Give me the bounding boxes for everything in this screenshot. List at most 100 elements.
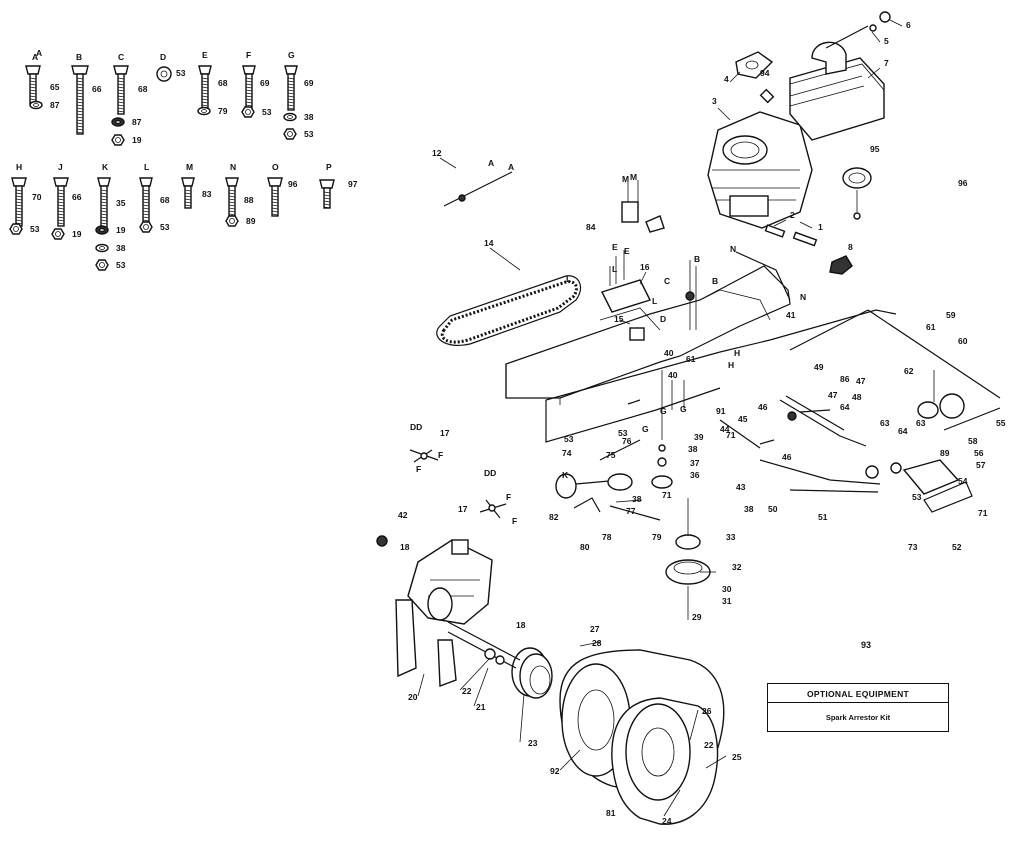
- callout-number: 52: [952, 542, 962, 552]
- callout-number: 71: [662, 490, 672, 500]
- callout-number: 62: [904, 366, 914, 376]
- hardware-part-number: 53: [116, 260, 126, 270]
- callout-leader: [417, 673, 425, 697]
- bolt-head: [11, 177, 27, 187]
- small-plate: [759, 88, 775, 104]
- callout-number: 12: [432, 148, 442, 158]
- callout-number: 36: [690, 470, 700, 480]
- hardware-part-number: 87: [132, 117, 142, 127]
- callout-number: 20: [408, 692, 418, 702]
- hardware-part-number: 88: [244, 195, 254, 205]
- callout-number: 14: [484, 238, 494, 248]
- callout-number: 78: [602, 532, 612, 542]
- bolt-head: [97, 177, 111, 187]
- optional-equipment-number: 93: [861, 640, 872, 650]
- wing-nut: [829, 255, 853, 275]
- hardware-letter: L: [144, 162, 149, 172]
- callout-leader: [489, 247, 521, 271]
- callout-number: 94: [760, 68, 770, 78]
- hardware-letter: G: [288, 50, 295, 60]
- callout-number: 76: [622, 436, 632, 446]
- callout-letter: K: [562, 470, 569, 480]
- hardware-letter: K: [102, 162, 109, 172]
- hardware-part-number: 69: [304, 78, 314, 88]
- wheel-assembly: [447, 621, 725, 825]
- callout-leader: [559, 749, 581, 771]
- hardware-item-m: M 83: [181, 162, 212, 209]
- callout-leader: [689, 709, 699, 741]
- callout-number: 42: [398, 510, 408, 520]
- callout-leader: [439, 157, 457, 169]
- hardware-part-number: 79: [218, 106, 228, 116]
- callout-number: 43: [736, 482, 746, 492]
- callout-leader: [459, 657, 491, 691]
- washer: [29, 100, 43, 110]
- hardware-letter: C: [118, 52, 124, 62]
- hardware-letter: N: [230, 162, 236, 172]
- callout-leader: [619, 319, 631, 325]
- callout-number: 55: [996, 418, 1006, 428]
- gasket: [735, 51, 774, 79]
- callout-leader: [579, 641, 601, 647]
- callout-number: 64: [898, 426, 908, 436]
- hex-nut: [139, 221, 153, 233]
- callout-letter: A: [508, 162, 514, 172]
- exploded-assembly: [376, 11, 1001, 825]
- callout-leader: [639, 271, 647, 285]
- callout-letter: G: [680, 404, 687, 414]
- callout-number: 63: [916, 418, 926, 428]
- callout-number: 24: [662, 816, 672, 826]
- callout-number: 27: [590, 624, 600, 634]
- callout-number: 25: [732, 752, 742, 762]
- callout-number: 23: [528, 738, 538, 748]
- callout-number: 17: [458, 504, 468, 514]
- callout-number: 21: [476, 702, 486, 712]
- bolt-head: [284, 65, 298, 75]
- callout-number: 56: [974, 448, 984, 458]
- hardware-part-number: 65: [50, 82, 60, 92]
- bolt-head: [242, 65, 256, 75]
- callout-number: 41: [786, 310, 796, 320]
- bolt-head: [53, 177, 69, 187]
- idler-pulley: [665, 498, 711, 620]
- hardware-legend: A6587B66C688719D53E6879F6953G693853H7053…: [9, 50, 358, 271]
- callout-letter: L: [612, 264, 617, 274]
- nut: [879, 11, 891, 23]
- hardware-part-number: 69: [260, 78, 270, 88]
- hardware-letter: M: [186, 162, 193, 172]
- grease-fitting: [376, 535, 388, 547]
- callout-number: 6: [906, 20, 911, 30]
- hardware-part-number: 19: [116, 225, 126, 235]
- callout-letter: H: [734, 348, 740, 358]
- callout-letter: G: [660, 406, 667, 416]
- callout-letter: F: [512, 516, 517, 526]
- callout-number: 17: [440, 428, 450, 438]
- callout-number: 38: [688, 444, 698, 454]
- bolt-head: [25, 65, 41, 75]
- callout-leader: [867, 67, 881, 79]
- callout-number: 75: [606, 450, 616, 460]
- callout-letter: B: [712, 276, 718, 286]
- bracket-plate: [902, 459, 960, 495]
- callout-number: 7: [884, 58, 889, 68]
- callout-number: 29: [692, 612, 702, 622]
- callout-number: 63: [880, 418, 890, 428]
- callout-number: 96: [958, 178, 968, 188]
- hardware-part-number: 83: [202, 189, 212, 199]
- callout-number: 53: [912, 492, 922, 502]
- engine: [707, 111, 813, 229]
- bolt-head: [198, 65, 212, 75]
- hardware-letter: E: [202, 50, 208, 60]
- bolt-shank: [271, 185, 279, 217]
- callout-number: 44: [720, 424, 730, 434]
- hardware-part-number: 87: [50, 100, 60, 110]
- callout-letter: C: [664, 276, 670, 286]
- callout-leader: [871, 31, 881, 43]
- callout-number: 18: [400, 542, 410, 552]
- callout-letter: F: [416, 464, 421, 474]
- callout-number: 64: [840, 402, 850, 412]
- hex-nut: [111, 134, 125, 146]
